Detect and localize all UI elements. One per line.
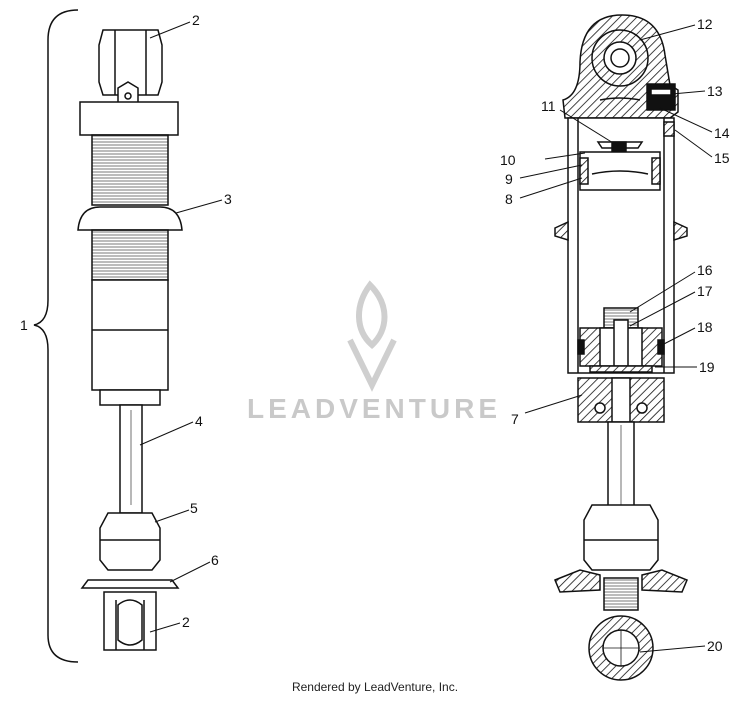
callout-7: 7	[511, 411, 519, 427]
body-bottom	[99, 389, 161, 406]
upper-o-ring	[663, 121, 675, 137]
bumper	[99, 512, 161, 571]
spring-collar	[77, 206, 183, 231]
top-cap	[79, 101, 179, 136]
callout-3: 3	[224, 191, 232, 207]
callout-8: 8	[505, 191, 513, 207]
callout-2-top: 2	[192, 12, 200, 28]
callout-18: 18	[697, 319, 713, 335]
callout-14: 14	[714, 125, 730, 141]
callout-1: 1	[20, 317, 28, 333]
fill-bolt	[646, 83, 676, 111]
callout-10: 10	[500, 152, 516, 168]
body-flange	[554, 220, 569, 242]
callout-5: 5	[190, 500, 198, 516]
callout-12: 12	[697, 16, 713, 32]
right-callouts: 12 13 11 14 10 15 9 8 16 17 18 19 7 20	[500, 16, 730, 654]
threaded-body	[91, 134, 169, 206]
left-view-assembly	[33, 9, 183, 663]
piston-band	[577, 339, 585, 355]
right-view-section	[554, 14, 688, 681]
callout-17: 17	[697, 283, 713, 299]
lower-stud	[603, 577, 639, 611]
watermark: LEADVENTURE	[247, 280, 501, 424]
callout-19: 19	[699, 359, 715, 375]
callout-9: 9	[505, 171, 513, 187]
lower-spring-seat	[80, 579, 180, 589]
shim-stack	[589, 365, 653, 373]
reservoir-body	[91, 279, 169, 391]
spring-retainer	[554, 569, 601, 593]
callout-6: 6	[211, 552, 219, 568]
callout-20: 20	[707, 638, 723, 654]
assembly-brace	[33, 9, 79, 663]
callout-13: 13	[707, 83, 723, 99]
bottom-bumper	[583, 504, 659, 571]
callout-4: 4	[195, 413, 203, 429]
flame-logo-icon	[347, 280, 397, 392]
footer-credit: Rendered by LeadVenture, Inc.	[291, 680, 459, 694]
callout-2-bottom: 2	[182, 614, 190, 630]
left-callout-leaders	[139, 21, 223, 633]
right-callout-leaders	[519, 24, 713, 653]
watermark-text: LEADVENTURE	[247, 393, 501, 424]
callout-11: 11	[541, 98, 556, 114]
lower-body-threads	[91, 229, 169, 281]
callout-15: 15	[714, 150, 730, 166]
callout-16: 16	[697, 262, 713, 278]
left-callouts: 1 2 3 4 5 6 2	[20, 12, 232, 630]
